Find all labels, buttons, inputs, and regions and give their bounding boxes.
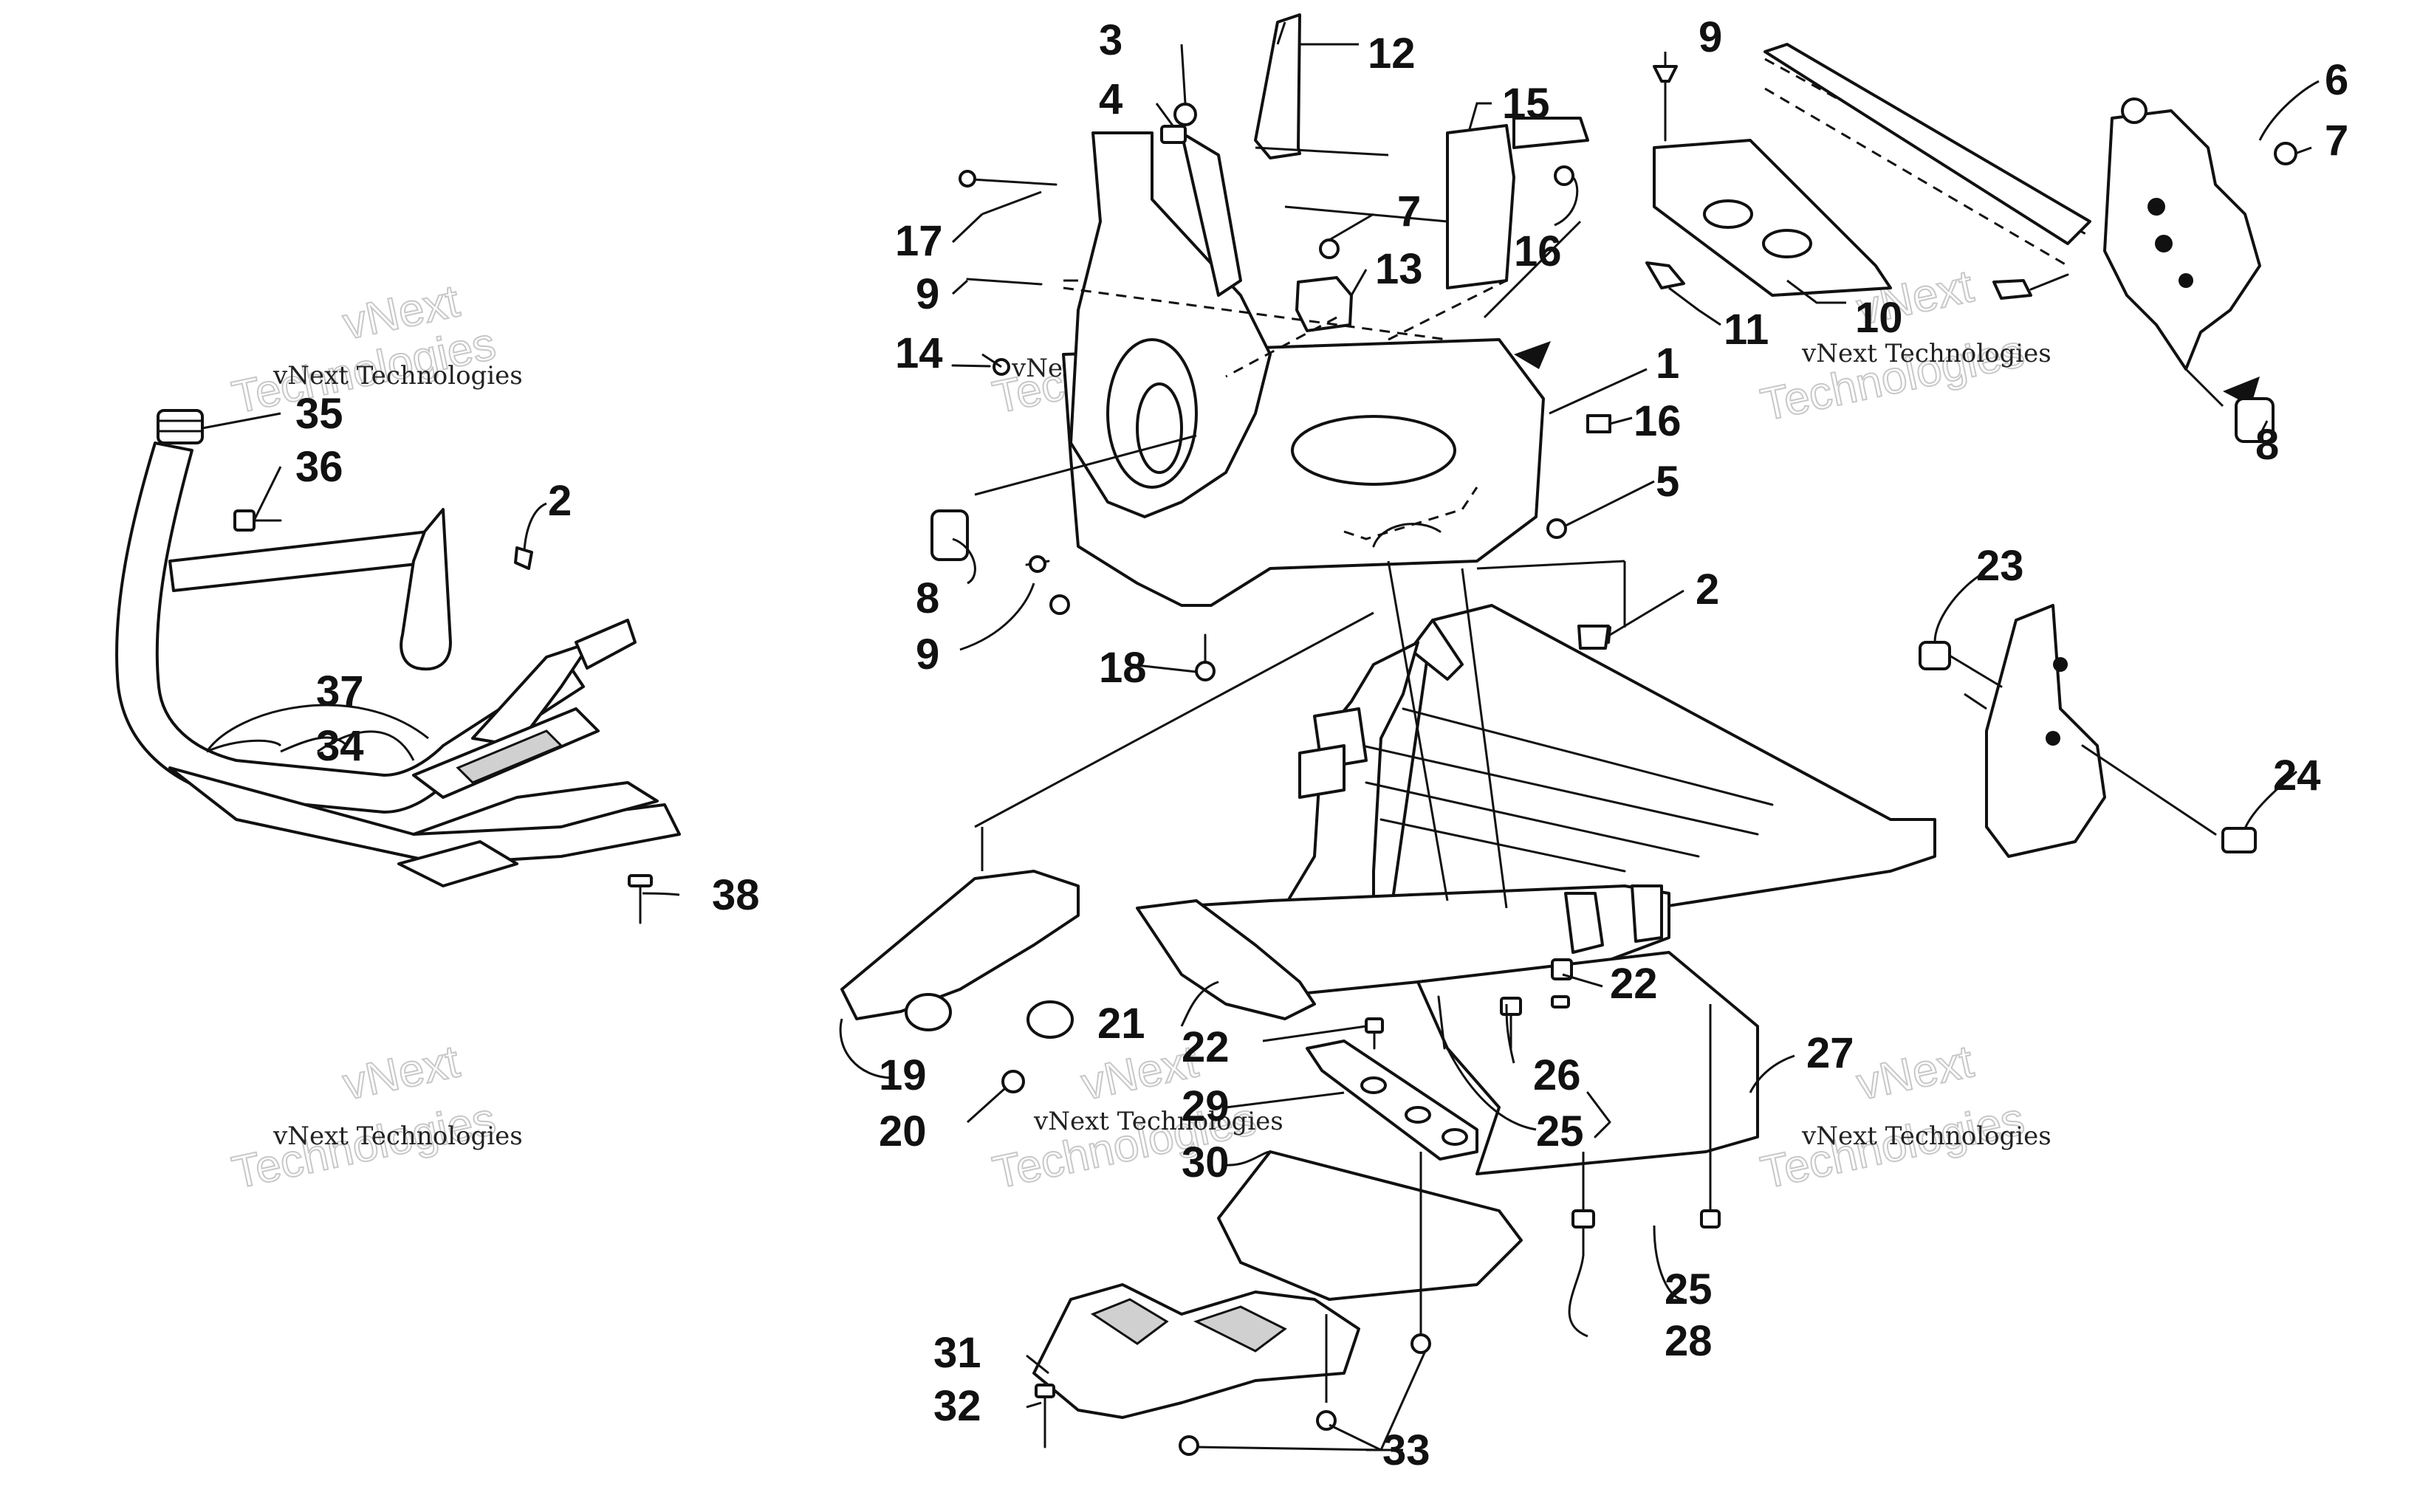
callout-38: 38 xyxy=(712,871,760,919)
callout-8-left: 8 xyxy=(916,574,939,622)
watermark-center-bottom: vNext Technologies vNext Technologies xyxy=(988,1035,1283,1199)
callout-9-lower-left: 9 xyxy=(916,630,939,678)
callout-7-right: 7 xyxy=(2325,117,2348,165)
callout-30: 30 xyxy=(1182,1138,1230,1186)
watermark-left-top: vNext Technologies vNext Technologies xyxy=(227,275,523,424)
callout-29: 29 xyxy=(1182,1082,1230,1130)
callout-5: 5 xyxy=(1656,458,1679,506)
callout-28: 28 xyxy=(1665,1317,1713,1365)
callout-24: 24 xyxy=(2273,752,2321,800)
callout-3: 3 xyxy=(1099,16,1122,64)
callout-32: 32 xyxy=(933,1382,981,1430)
skid-plates xyxy=(1032,951,1759,1456)
callout-6: 6 xyxy=(2325,56,2348,104)
callout-15: 15 xyxy=(1502,80,1550,128)
front-bumper-assembly xyxy=(115,409,681,924)
svg-text:vNext Technologies: vNext Technologies xyxy=(1801,339,2051,368)
callout-18: 18 xyxy=(1099,644,1147,692)
svg-text:vNext Technologies: vNext Technologies xyxy=(272,361,523,391)
callout-33: 33 xyxy=(1382,1426,1430,1474)
callout-14: 14 xyxy=(895,329,943,377)
callout-10: 10 xyxy=(1855,294,1903,342)
callout-12: 12 xyxy=(1368,30,1416,78)
watermark-right-top: vNext Technologies vNext Technologies xyxy=(1756,260,2051,431)
callout-leaders xyxy=(202,21,2320,1451)
callout-13: 13 xyxy=(1375,245,1423,293)
callout-36: 36 xyxy=(295,443,343,491)
callout-23: 23 xyxy=(1976,542,2024,590)
callout-25-lower: 25 xyxy=(1665,1265,1713,1313)
callout-16-lower: 16 xyxy=(1634,397,1682,445)
callout-16-upper: 16 xyxy=(1514,227,1562,275)
callout-26: 26 xyxy=(1533,1051,1581,1099)
callout-9-top: 9 xyxy=(1699,13,1722,61)
svg-text:vNext Technologies: vNext Technologies xyxy=(1801,1121,2051,1151)
callout-27: 27 xyxy=(1806,1029,1854,1077)
callout-7-center: 7 xyxy=(1397,188,1421,236)
callout-34: 34 xyxy=(316,722,364,770)
svg-text:vNext Technologies: vNext Technologies xyxy=(1033,1107,1283,1136)
callout-31: 31 xyxy=(933,1329,981,1377)
callout-9-upper-left: 9 xyxy=(916,270,939,318)
callout-11: 11 xyxy=(1724,306,1769,354)
shock-mount-bracket xyxy=(1763,43,2297,443)
callout-25-upper: 25 xyxy=(1536,1107,1584,1155)
svg-text:vNext Technologies: vNext Technologies xyxy=(272,1121,523,1151)
callout-2-left: 2 xyxy=(548,477,572,525)
callout-37: 37 xyxy=(316,667,364,715)
callout-2-center: 2 xyxy=(1696,566,1719,614)
callout-1: 1 xyxy=(1656,340,1679,388)
watermark-left-bottom: vNext Technologies vNext Technologies xyxy=(227,1035,523,1199)
callout-20: 20 xyxy=(879,1107,927,1155)
callout-17: 17 xyxy=(895,217,943,265)
callout-8-right: 8 xyxy=(2255,421,2279,469)
svg-text:vNext: vNext xyxy=(1853,1036,1978,1110)
callout-4: 4 xyxy=(1099,75,1122,123)
callout-35: 35 xyxy=(295,390,343,438)
front-panel-assembly xyxy=(930,13,2260,681)
callout-22-left: 22 xyxy=(1182,1023,1230,1071)
callout-21: 21 xyxy=(1097,1000,1145,1048)
watermark-right-bottom: vNext Technologies vNext Technologies xyxy=(1756,1035,2051,1199)
svg-text:vNext: vNext xyxy=(339,1036,464,1110)
callout-labels: 3 4 12 17 9 14 7 13 15 16 9 10 11 6 7 8 … xyxy=(295,13,2348,1474)
main-frame xyxy=(840,560,2257,1093)
callout-19: 19 xyxy=(879,1051,927,1099)
callout-22-right: 22 xyxy=(1610,960,1658,1008)
